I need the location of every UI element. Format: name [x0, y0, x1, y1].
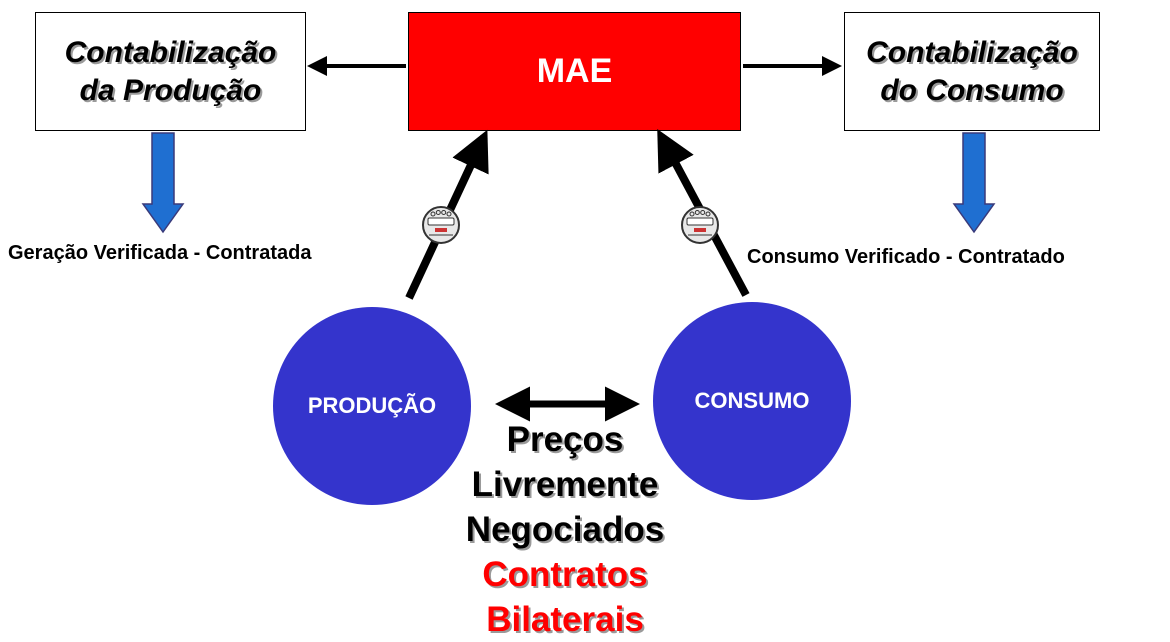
center-text-line5: Bilaterais	[486, 600, 644, 639]
consumption-accounting-box: Contabilização do Consumo	[844, 12, 1100, 131]
production-accounting-box: Contabilização da Produção	[35, 12, 306, 131]
mae-label: MAE	[536, 52, 613, 90]
bilateral-contracts-text: Preços Livremente Negociados Contratos B…	[420, 417, 710, 642]
mae-box: MAE	[408, 12, 741, 131]
center-text-line1: Preços	[506, 420, 624, 459]
consumption-caption: Consumo Verificado - Contratado	[747, 246, 1065, 268]
consumption-accounting-title: Contabilização do Consumo	[866, 34, 1078, 110]
electricity-meter-icon	[681, 206, 719, 244]
electricity-meter-icon	[422, 206, 460, 244]
production-node: PRODUÇÃO	[273, 307, 471, 505]
down-arrow-consumption	[952, 132, 996, 234]
down-arrow-production	[141, 132, 185, 234]
consumption-accounting-line2: do Consumo	[880, 73, 1064, 107]
center-text-line2: Livremente	[471, 465, 659, 504]
generation-caption: Geração Verificada - Contratada	[8, 242, 312, 264]
production-accounting-title: Contabilização da Produção	[65, 34, 277, 110]
production-accounting-line2: da Produção	[79, 73, 262, 107]
center-text-line3: Negociados	[465, 510, 665, 549]
consumption-node: CONSUMO	[653, 302, 851, 500]
center-text-line4: Contratos	[482, 555, 648, 594]
consumption-accounting-line1: Contabilização	[866, 35, 1078, 69]
production-accounting-line1: Contabilização	[64, 35, 277, 69]
production-node-label: PRODUÇÃO	[307, 393, 437, 418]
consumption-node-label: CONSUMO	[694, 388, 810, 413]
